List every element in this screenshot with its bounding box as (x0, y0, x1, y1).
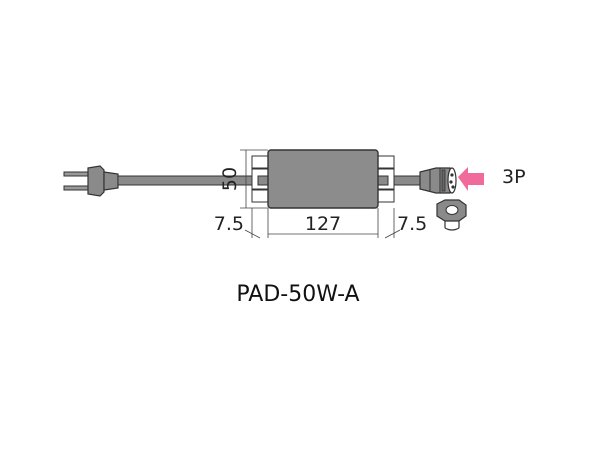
adapter-body (267, 149, 379, 209)
height-dimension (240, 149, 268, 209)
connector-label: 3P (502, 166, 526, 188)
left-brackets (251, 155, 269, 203)
connector-3p (419, 167, 457, 194)
width-dimension (244, 208, 401, 239)
width-dimension-label: 127 (305, 213, 341, 235)
left-margin-dimension-label: 7.5 (214, 213, 244, 235)
right-brackets (377, 155, 395, 203)
plug-prongs (63, 171, 89, 191)
height-dimension-label: 50 (219, 167, 241, 191)
connector-cap (436, 199, 467, 231)
pink-arrow-icon (458, 167, 484, 191)
output-cable (393, 175, 423, 186)
plug-head (87, 165, 119, 197)
model-name: PAD-50W-A (236, 282, 359, 307)
right-margin-dimension-label: 7.5 (397, 213, 427, 235)
